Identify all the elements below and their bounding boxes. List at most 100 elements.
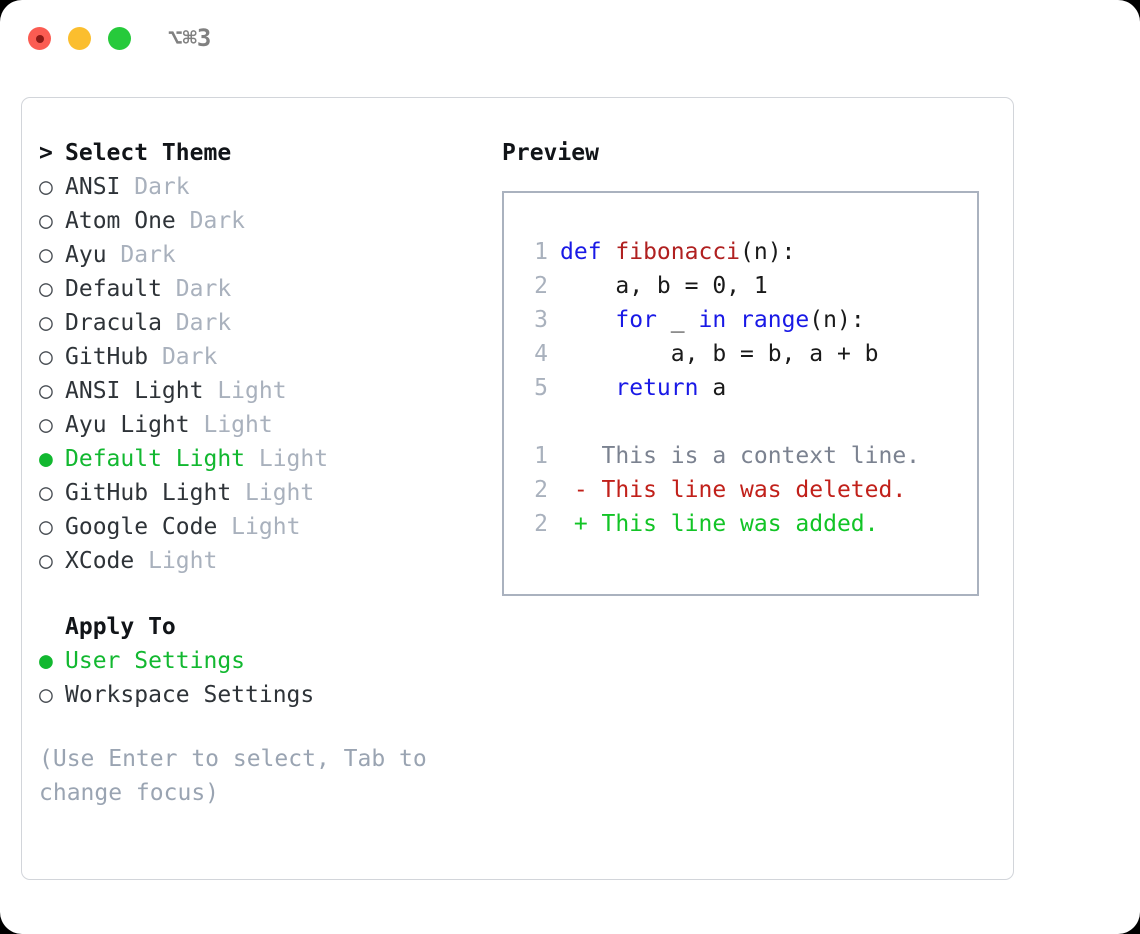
line-number: 2	[534, 273, 548, 299]
keyboard-hint: (Use Enter to select, Tab to change focu…	[39, 746, 427, 806]
code-token: def	[560, 239, 616, 265]
radio-unselected-icon: ○	[39, 310, 53, 336]
preview-code-line: 3 for _ in range(n):	[504, 303, 977, 337]
maximize-button[interactable]	[108, 27, 131, 50]
code-token: (n):	[809, 307, 865, 333]
apply-to-list: Apply To ● User Settings ○Workspace Setting…	[39, 610, 499, 712]
theme-item[interactable]: ○ GitHub Dark	[39, 340, 499, 374]
theme-item[interactable]: ○GitHub Light Light	[39, 476, 499, 510]
code-token	[560, 307, 615, 333]
apply-to-item-label: User Settings	[65, 648, 246, 674]
preview-diff-line: 2 - This line was deleted.	[504, 473, 977, 507]
theme-item[interactable]: ○ ANSI Dark	[39, 170, 499, 204]
theme-item[interactable]: ○Default Dark	[39, 272, 499, 306]
theme-item-category: Light	[245, 446, 329, 472]
code-token: a, b = b, a + b	[560, 341, 879, 367]
hint-spacer	[39, 712, 499, 738]
theme-item[interactable]: ○ ANSI Light Light	[39, 374, 499, 408]
theme-picker-panel: >Select Theme○ANSI Dark○Atom One Dark○Ay…	[21, 97, 1014, 880]
radio-unselected-icon: ○	[39, 514, 53, 540]
code-token	[726, 307, 740, 333]
theme-item-label: GitHub Light	[65, 480, 232, 506]
theme-item-label: ANSI Light	[65, 378, 204, 404]
theme-item-category: Dark	[161, 310, 232, 336]
apply-to-item[interactable]: ○Workspace Settings	[39, 678, 499, 712]
line-number: 5	[534, 375, 548, 401]
theme-selection-column: >Select Theme○ANSI Dark○Atom One Dark○Ay…	[39, 136, 499, 810]
header-prefix-icon	[39, 610, 65, 644]
theme-item-label: Dracula	[65, 310, 162, 336]
radio-unselected-icon: ○	[39, 242, 53, 268]
code-token: + This line was added.	[560, 511, 879, 537]
keyboard-shortcut-label: ⌥⌘3	[168, 24, 212, 52]
theme-item-category: Light	[203, 378, 287, 404]
line-number: 1	[534, 239, 548, 265]
theme-item-category: Light	[189, 412, 273, 438]
theme-item[interactable]: ○ Google Code Light	[39, 510, 499, 544]
preview-code-line: 1 def fibonacci(n):	[504, 235, 977, 269]
theme-item[interactable]: ○ Ayu Dark	[39, 238, 499, 272]
theme-item-category: Light	[134, 548, 218, 574]
line-number: 2	[534, 511, 548, 537]
theme-item-label: Ayu	[65, 242, 107, 268]
code-token: This is a context line.	[560, 443, 921, 469]
radio-selected-icon: ●	[39, 648, 53, 674]
preview-code-line: 4 a, b = b, a + b	[504, 337, 977, 371]
theme-item-label: Default	[65, 276, 162, 302]
radio-unselected-icon: ○	[39, 344, 53, 370]
list-spacer	[39, 578, 499, 610]
code-diff-separator	[504, 405, 977, 439]
preview-code-line: 5 return a	[504, 371, 977, 405]
theme-item-category: Dark	[120, 174, 190, 200]
code-token: - This line was deleted.	[560, 477, 907, 503]
theme-item-label: GitHub	[65, 344, 149, 370]
radio-unselected-icon: ○	[39, 208, 53, 234]
preview-code-line: 2 a, b = 0, 1	[504, 269, 977, 303]
apply-to-item-label: Workspace Settings	[65, 682, 315, 708]
code-token: in	[698, 307, 727, 333]
code-token: for	[615, 307, 657, 333]
preview-diff-line: 2 + This line was added.	[504, 507, 977, 541]
theme-item-label: Google Code	[65, 514, 218, 540]
radio-unselected-icon: ○	[39, 412, 53, 438]
theme-item-label: ANSI	[65, 174, 121, 200]
radio-unselected-icon: ○	[39, 480, 53, 506]
theme-item-category: Dark	[106, 242, 176, 268]
apply-to-header-label: Apply To	[65, 614, 176, 640]
apply-to-item[interactable]: ● User Settings	[39, 644, 499, 678]
theme-item-category: Dark	[148, 344, 218, 370]
theme-item-category: Dark	[175, 208, 246, 234]
code-token: fibonacci	[615, 239, 741, 265]
theme-item[interactable]: ○ Ayu Light Light	[39, 408, 499, 442]
code-token: range	[740, 307, 810, 333]
theme-item-category: Light	[217, 514, 301, 540]
code-token: (n):	[740, 239, 796, 265]
theme-list: >Select Theme○ANSI Dark○Atom One Dark○Ay…	[39, 136, 499, 578]
close-button[interactable]	[28, 27, 51, 50]
theme-list-header: >Select Theme	[39, 136, 499, 170]
theme-item-label: Ayu Light	[65, 412, 190, 438]
preview-title: Preview	[502, 140, 599, 166]
theme-item[interactable]: ●Default Light Light	[39, 442, 499, 476]
minimize-button[interactable]	[68, 27, 91, 50]
radio-unselected-icon: ○	[39, 548, 53, 574]
header-prefix-icon: >	[39, 140, 53, 166]
radio-unselected-icon: ○	[39, 378, 53, 404]
theme-item-label: XCode	[65, 548, 135, 574]
radio-unselected-icon: ○	[39, 174, 53, 200]
theme-item[interactable]: ○Atom One Dark	[39, 204, 499, 238]
line-number: 3	[534, 307, 548, 333]
theme-item[interactable]: ○ Dracula Dark	[39, 306, 499, 340]
code-token: a, b = 0, 1	[560, 273, 768, 299]
code-token: a	[698, 375, 727, 401]
apply-to-header: Apply To	[39, 610, 499, 644]
code-token: return	[615, 375, 699, 401]
title-bar: ⌥⌘3	[0, 0, 1140, 78]
theme-item-category: Dark	[161, 276, 232, 302]
theme-item[interactable]: ○ XCode Light	[39, 544, 499, 578]
line-number: 1	[534, 443, 548, 469]
theme-item-label: Default Light	[65, 446, 246, 472]
